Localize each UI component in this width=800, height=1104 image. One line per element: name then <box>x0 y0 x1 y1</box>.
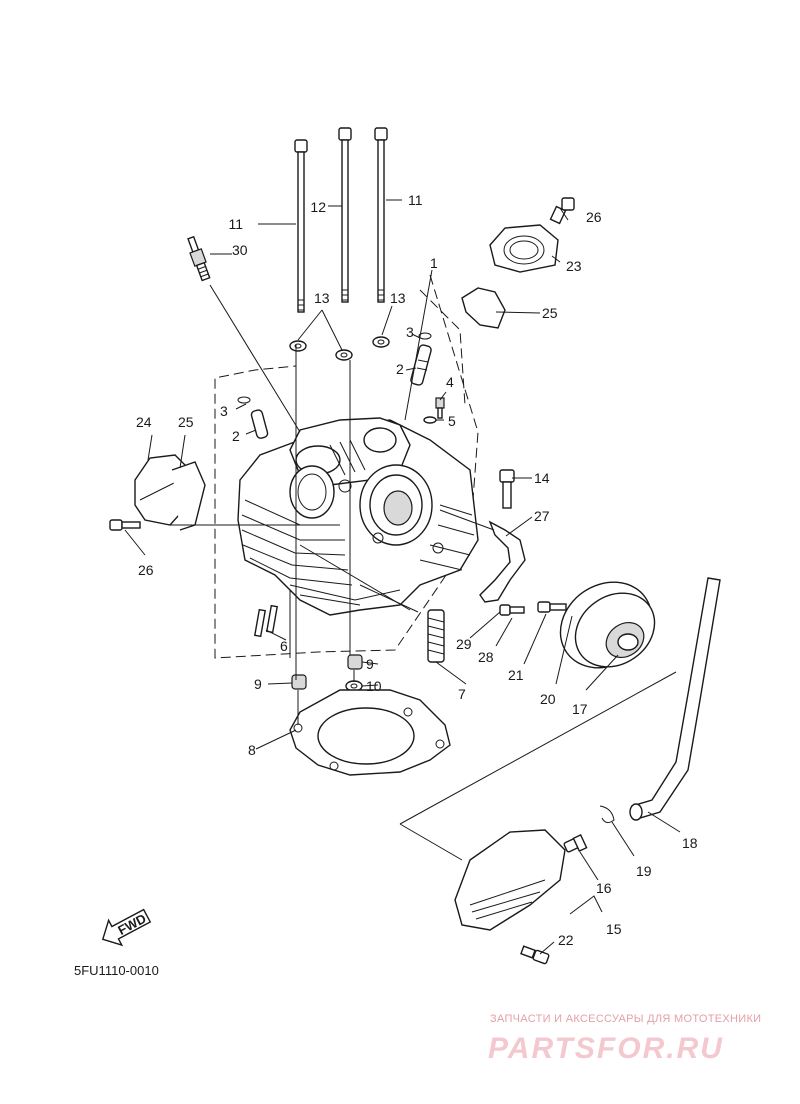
clip-19 <box>599 805 615 824</box>
callout-1: 1 <box>430 255 438 271</box>
callout-30: 30 <box>232 242 248 258</box>
callout-13: 13 <box>314 290 330 306</box>
callout-26: 26 <box>138 562 154 578</box>
cylinder-head <box>237 417 479 616</box>
head-gasket <box>289 689 451 776</box>
valve-guide-lower <box>237 396 269 439</box>
callout-5: 5 <box>448 413 456 429</box>
studs <box>253 604 279 638</box>
gasket-27 <box>479 520 526 603</box>
tensioner-spring <box>427 609 445 663</box>
callout-17: 17 <box>572 701 588 717</box>
callout-8: 8 <box>248 742 256 758</box>
bolt-22 <box>520 945 550 965</box>
dowel-pins <box>291 654 363 692</box>
tappet-cover-left <box>134 454 206 531</box>
spark-plug <box>187 235 211 282</box>
fwd-arrow-icon: FWD <box>101 908 152 947</box>
callout-29: 29 <box>456 636 472 652</box>
callout-11: 11 <box>228 216 243 232</box>
callout-23: 23 <box>566 258 582 274</box>
bolt-21 <box>537 601 567 613</box>
breather-hose <box>629 577 721 821</box>
callout-9: 9 <box>254 676 262 692</box>
callout-25: 25 <box>542 305 558 321</box>
bolt-4 <box>423 397 445 424</box>
callout-3: 3 <box>406 324 414 340</box>
callout-2: 2 <box>232 428 240 444</box>
tappet-cover-right <box>489 224 559 273</box>
callout-4: 4 <box>446 374 454 390</box>
bolt-28 <box>499 604 525 616</box>
callout-28: 28 <box>478 649 494 665</box>
side-cover <box>454 829 588 931</box>
callout-6: 6 <box>280 638 288 654</box>
callout-19: 19 <box>636 863 652 879</box>
leader-lines <box>124 199 681 955</box>
watermark-logo: PARTSFOR.RU <box>488 1032 724 1065</box>
callout-15: 15 <box>606 921 622 937</box>
washers <box>289 336 390 361</box>
gasket-25-right <box>461 287 506 329</box>
callout-14: 14 <box>534 470 550 486</box>
callout-18: 18 <box>682 835 698 851</box>
callout-27: 27 <box>534 508 550 524</box>
bolt-14 <box>499 469 515 509</box>
watermark-tagline: ЗАПЧАСТИ И АКСЕССУАРЫ ДЛЯ МОТОТЕХНИКИ <box>490 1013 761 1025</box>
callout-26: 26 <box>586 209 602 225</box>
diagram-code: 5FU1110-0010 <box>74 963 159 978</box>
callout-numbers: 11 12 11 30 13 13 1 3 2 4 5 3 2 25 26 23… <box>136 192 698 948</box>
callout-2: 2 <box>396 361 404 377</box>
fwd-label: FWD <box>115 911 148 938</box>
callout-11: 11 <box>408 192 423 208</box>
cylinder-head-boundary <box>214 274 479 659</box>
callout-13: 13 <box>390 290 406 306</box>
callout-24: 24 <box>136 414 152 430</box>
callout-9: 9 <box>366 656 374 672</box>
callout-20: 20 <box>540 691 556 707</box>
cam-sprocket <box>559 581 656 669</box>
callout-12: 12 <box>310 199 326 215</box>
bolt-26-left <box>109 519 141 531</box>
callout-7: 7 <box>458 686 466 702</box>
callout-22: 22 <box>558 932 574 948</box>
valve-guide-upper <box>410 332 432 386</box>
callout-21: 21 <box>508 667 524 683</box>
callout-10: 10 <box>366 678 382 694</box>
callout-16: 16 <box>596 880 612 896</box>
cylinder-bolts <box>294 127 388 313</box>
callout-3: 3 <box>220 403 228 419</box>
callout-25: 25 <box>178 414 194 430</box>
watermark: ЗАПЧАСТИ И АКСЕССУАРЫ ДЛЯ МОТОТЕХНИКИ PA… <box>488 1013 761 1065</box>
